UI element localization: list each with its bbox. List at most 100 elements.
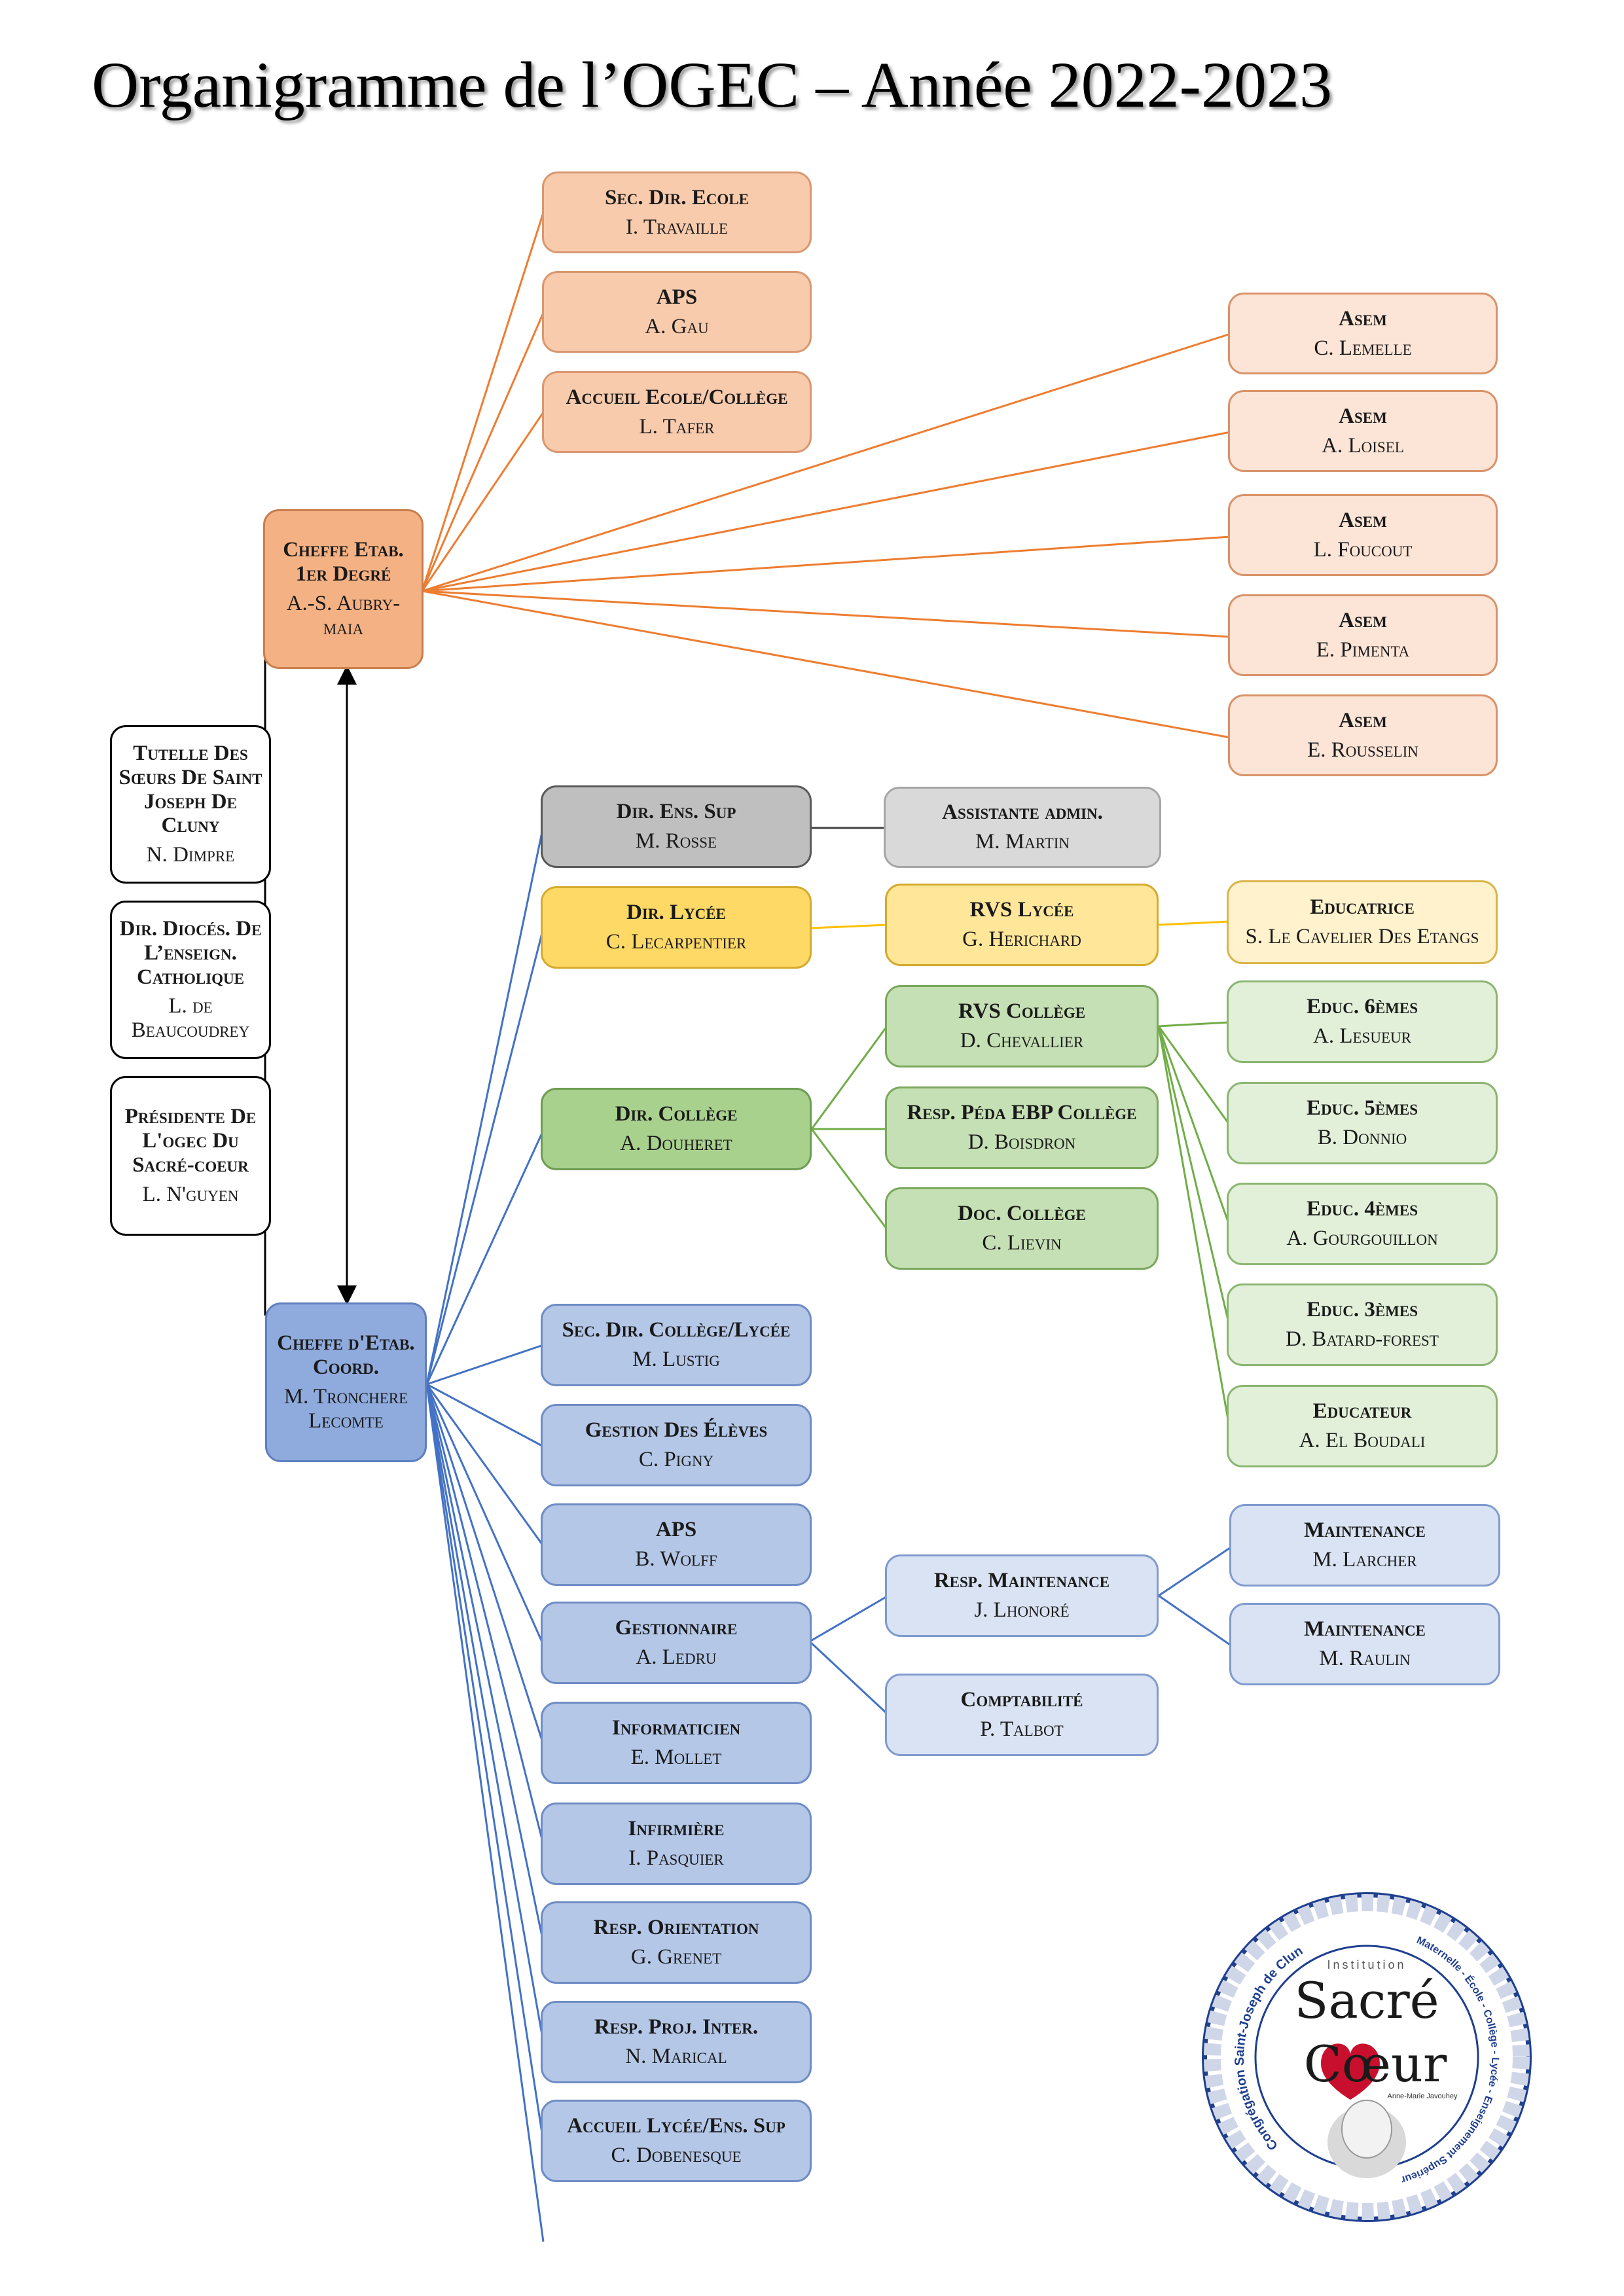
node-role: Educ. 6èmes xyxy=(1306,995,1418,1019)
node-asem-5: Asem E. Rousselin xyxy=(1228,694,1498,776)
node-informaticien: Informaticien E. Mollet xyxy=(541,1702,812,1784)
node-tutelle: Tutelle Des Sœurs De Saint Joseph De Clu… xyxy=(110,725,271,884)
node-person: B. Donnio xyxy=(1317,1126,1407,1149)
node-person: M. Raulin xyxy=(1319,1647,1411,1670)
node-asem-4: Asem E. Pimenta xyxy=(1228,594,1498,676)
node-person: M. Tronchere Lecomte xyxy=(283,1385,408,1433)
node-maintenance-2: Maintenance M. Raulin xyxy=(1229,1603,1500,1685)
node-role: RVS Collège xyxy=(958,999,1086,1024)
node-person: C. Dobenesque xyxy=(611,2144,742,2167)
node-person: E. Pimenta xyxy=(1316,637,1410,662)
node-person: I. Pasquier xyxy=(628,1846,724,1870)
node-educ-5: Educ. 5èmes B. Donnio xyxy=(1227,1082,1498,1164)
node-person: A. Douheret xyxy=(620,1132,732,1155)
node-gestion-eleves: Gestion Des Élèves C. Pigny xyxy=(541,1404,812,1486)
node-rvs-lycee: RVS Lycée G. Herichard xyxy=(885,884,1159,966)
node-role: Asem xyxy=(1339,306,1387,331)
node-person: A. Lesueur xyxy=(1313,1024,1411,1048)
node-role: Resp. Proj. Inter. xyxy=(594,2015,759,2039)
node-person: A. El Boudali xyxy=(1299,1429,1426,1452)
node-person: M. Martin xyxy=(975,830,1070,853)
node-role: Dir. Lycée xyxy=(626,901,726,925)
node-role: Dir. Diocés. De L’enseign. Catholique xyxy=(119,916,262,989)
node-dir-lycee: Dir. Lycée C. Lecarpentier xyxy=(541,886,812,969)
node-role: Resp. Maintenance xyxy=(933,1569,1110,1593)
node-dir-dioces: Dir. Diocés. De L’enseign. Catholique L.… xyxy=(110,901,271,1059)
node-role: Maintenance xyxy=(1304,1617,1426,1641)
node-sec-dir-ecole: Sec. Dir. Ecole I. Travaille xyxy=(542,171,812,253)
node-role: Informaticien xyxy=(611,1716,741,1740)
node-doc-college: Doc. Collège C. Lievin xyxy=(885,1187,1159,1270)
node-person: E. Rousselin xyxy=(1307,738,1418,762)
node-role: APS xyxy=(655,1518,697,1542)
node-person: A. Ledru xyxy=(636,1645,717,1669)
node-accueil-lycee: Accueil Lycée/Ens. Sup C. Dobenesque xyxy=(541,2100,812,2182)
node-resp-maintenance: Resp. Maintenance J. Lhonoré xyxy=(885,1554,1159,1637)
logo-name-2: Cœur xyxy=(1304,2035,1447,2093)
node-role: Resp. Péda EBP Collège xyxy=(907,1101,1137,1125)
yellow-links xyxy=(811,920,1230,929)
node-gestionnaire: Gestionnaire A. Ledru xyxy=(541,1602,812,1684)
node-comptabilite: Comptabilité P. Talbot xyxy=(885,1674,1159,1756)
node-assistante-admin: Assistante admin. M. Martin xyxy=(884,787,1161,868)
node-educ-3: Educ. 3èmes D. Batard-forest xyxy=(1227,1283,1498,1366)
node-role: Educateur xyxy=(1312,1399,1412,1424)
node-role: Gestionnaire xyxy=(615,1616,738,1640)
node-educatrice: Educatrice S. Le Cavelier Des Etangs xyxy=(1227,880,1498,964)
logo-name-1: Sacré xyxy=(1294,1971,1439,2030)
heart-icon xyxy=(1321,2043,1380,2100)
node-person: A. Gourgouillon xyxy=(1286,1227,1438,1250)
node-person: A.-S. Aubry-maia xyxy=(286,592,401,639)
node-educ-6: Educ. 6èmes A. Lesueur xyxy=(1227,980,1498,1063)
node-aps-college: APS B. Wolff xyxy=(541,1503,812,1586)
node-person: A. Gau xyxy=(645,314,709,338)
node-sec-dir-college: Sec. Dir. Collège/Lycée M. Lustig xyxy=(541,1304,812,1386)
node-role: RVS Lycée xyxy=(969,898,1074,922)
node-role: Cheffe d'Etab. Coord. xyxy=(277,1331,415,1380)
sacre-coeur-logo: Congrégation Saint-Joseph de Cluny Mater… xyxy=(1200,1890,1532,2222)
node-presidente: Présidente De L'ogec Du Sacré-coeur L. N… xyxy=(110,1076,271,1236)
node-role: Educ. 3èmes xyxy=(1306,1298,1418,1322)
node-role: Dir. Ens. Sup xyxy=(616,800,736,824)
node-role: Educ. 5èmes xyxy=(1306,1096,1418,1121)
node-cheffe-coord: Cheffe d'Etab. Coord. M. Tronchere Lecom… xyxy=(265,1302,427,1462)
node-educateur: Educateur A. El Boudali xyxy=(1227,1385,1498,1467)
node-accueil-ecole: Accueil Ecole/Collège L. Tafer xyxy=(542,371,812,453)
node-role: Asem xyxy=(1339,708,1387,732)
node-rvs-college: RVS Collège D. Chevallier xyxy=(885,985,1159,1067)
node-role: Doc. Collège xyxy=(958,1202,1086,1226)
node-person: G. Grenet xyxy=(630,1945,722,1969)
node-person: S. Le Cavelier Des Etangs xyxy=(1245,925,1479,948)
node-person: E. Mollet xyxy=(630,1746,722,1769)
node-resp-peda: Resp. Péda EBP Collège D. Boisdron xyxy=(885,1086,1159,1169)
node-maintenance-1: Maintenance M. Larcher xyxy=(1229,1504,1500,1587)
node-resp-proj: Resp. Proj. Inter. N. Marical xyxy=(541,2001,812,2083)
page-title: Organigramme de l’OGEC – Année 2022-2023 xyxy=(92,48,1332,121)
node-person: D. Chevallier xyxy=(960,1029,1084,1052)
node-person: B. Wolff xyxy=(635,1547,717,1571)
node-role: Resp. Orientation xyxy=(593,1916,759,1940)
node-asem-1: Asem C. Lemelle xyxy=(1228,293,1498,374)
node-role: Infirmière xyxy=(628,1817,725,1841)
node-role: APS xyxy=(656,285,698,309)
node-dir-ens-sup: Dir. Ens. Sup M. Rosse xyxy=(541,785,812,868)
node-person: L. de Beaucoudrey xyxy=(131,994,250,1043)
node-person: L. N'guyen xyxy=(142,1182,239,1206)
green-links xyxy=(810,1021,1231,1427)
node-resp-orientation: Resp. Orientation G. Grenet xyxy=(541,1901,812,1984)
node-person: N. Dimpre xyxy=(146,843,235,867)
node-person: M. Larcher xyxy=(1312,1548,1417,1571)
node-person: L. Foucout xyxy=(1313,537,1413,562)
node-cheffe-1er-degre: Cheffe Etab. 1er Degré A.-S. Aubry-maia xyxy=(263,509,424,669)
node-infirmiere: Infirmière I. Pasquier xyxy=(541,1803,812,1885)
node-person: A. Loisel xyxy=(1322,433,1404,457)
node-role: Sec. Dir. Collège/Lycée xyxy=(562,1318,791,1342)
node-person: C. Lievin xyxy=(982,1231,1062,1255)
node-person: L. Tafer xyxy=(639,414,715,439)
node-person: D. Boisdron xyxy=(967,1130,1076,1154)
node-person: C. Lemelle xyxy=(1314,336,1412,360)
blue-links xyxy=(425,825,1233,2242)
node-role: Asem xyxy=(1339,404,1387,428)
node-role: Assistante admin. xyxy=(942,800,1103,825)
